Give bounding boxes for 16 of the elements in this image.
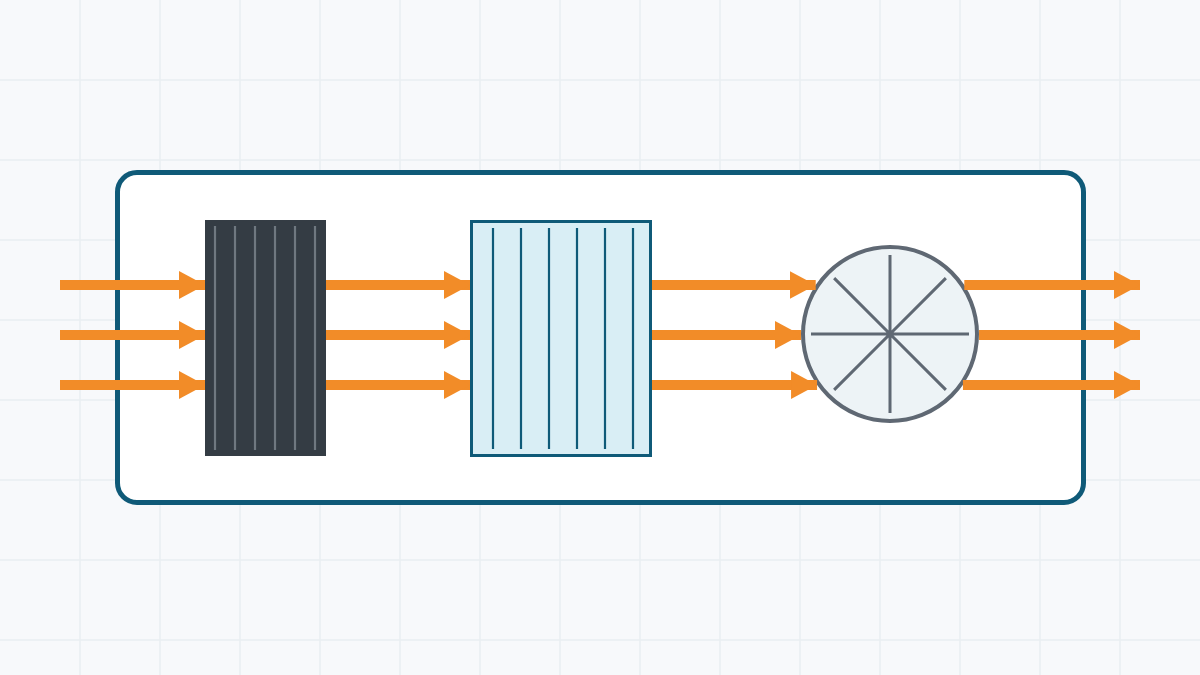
arrow <box>652 271 816 299</box>
pleated-filter <box>470 220 652 457</box>
fan-wheel <box>801 245 979 423</box>
device-housing <box>115 170 1086 505</box>
arrow <box>326 271 470 299</box>
arrow <box>979 321 1140 349</box>
arrow <box>60 371 205 399</box>
arrow <box>652 321 801 349</box>
arrow <box>326 371 470 399</box>
arrow <box>652 371 818 399</box>
arrow <box>60 321 205 349</box>
arrow <box>964 271 1140 299</box>
arrow <box>962 371 1140 399</box>
arrow <box>60 271 205 299</box>
filter-panel <box>205 220 326 456</box>
arrow <box>326 321 470 349</box>
